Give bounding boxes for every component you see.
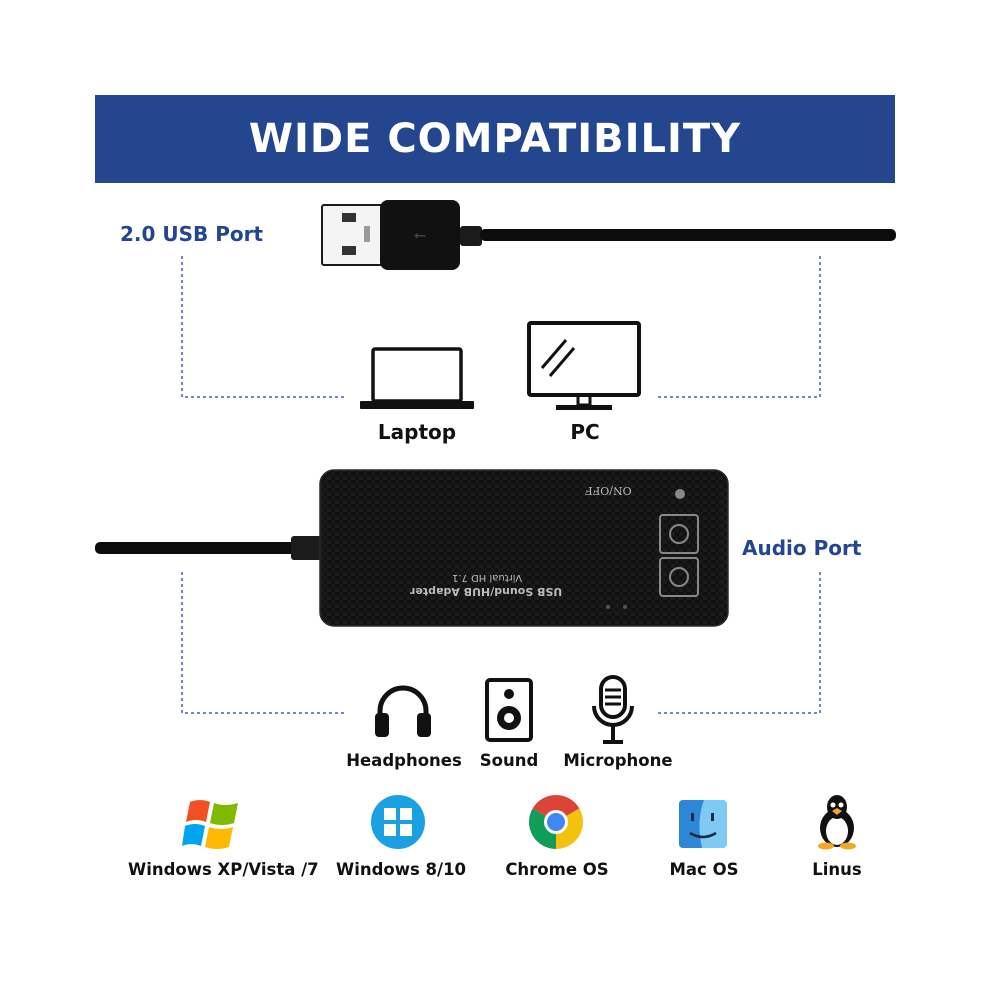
monitor-icon: [527, 321, 641, 410]
os-label-windows-xp: Windows XP/Vista /7: [128, 860, 319, 879]
speaker-icon: [485, 678, 533, 742]
mac-finder-logo-icon: [679, 800, 727, 848]
device-label-headphones: Headphones: [346, 751, 462, 770]
adapter-name: USB Sound/HUB Adapter: [410, 585, 563, 598]
device-label-sound: Sound: [479, 751, 539, 770]
windows-10-logo-icon: [371, 795, 425, 849]
chrome-logo-icon: [528, 795, 584, 849]
os-label-linux: Linus: [812, 860, 862, 879]
os-label-windows-10: Windows 8/10: [336, 860, 467, 879]
headphones-icon: [375, 685, 431, 737]
device-label-pc: PC: [570, 420, 600, 444]
windows-xp-logo-icon: [182, 800, 238, 849]
banner-title: WIDE COMPATIBILITY: [248, 116, 742, 162]
laptop-icon: [360, 347, 474, 409]
adapter-switch-label: ON/OFF: [585, 484, 632, 497]
device-label-microphone: Microphone: [563, 751, 673, 770]
usb-cable: ⭠: [321, 200, 896, 270]
svg-text:⭠: ⭠: [414, 225, 427, 244]
device-label-laptop: Laptop: [377, 420, 457, 444]
microphone-icon: [592, 675, 634, 744]
os-label-mac: Mac OS: [669, 860, 739, 879]
title-banner: WIDE COMPATIBILITY: [95, 95, 895, 183]
usb-sound-adapter: [95, 469, 729, 627]
adapter-subtitle: Virtual HD 7.1: [452, 572, 523, 583]
usb-port-label: 2.0 USB Port: [120, 222, 264, 246]
audio-port-label: Audio Port: [742, 536, 862, 560]
os-label-chrome: Chrome OS: [505, 860, 609, 879]
linux-tux-icon: [818, 795, 856, 850]
